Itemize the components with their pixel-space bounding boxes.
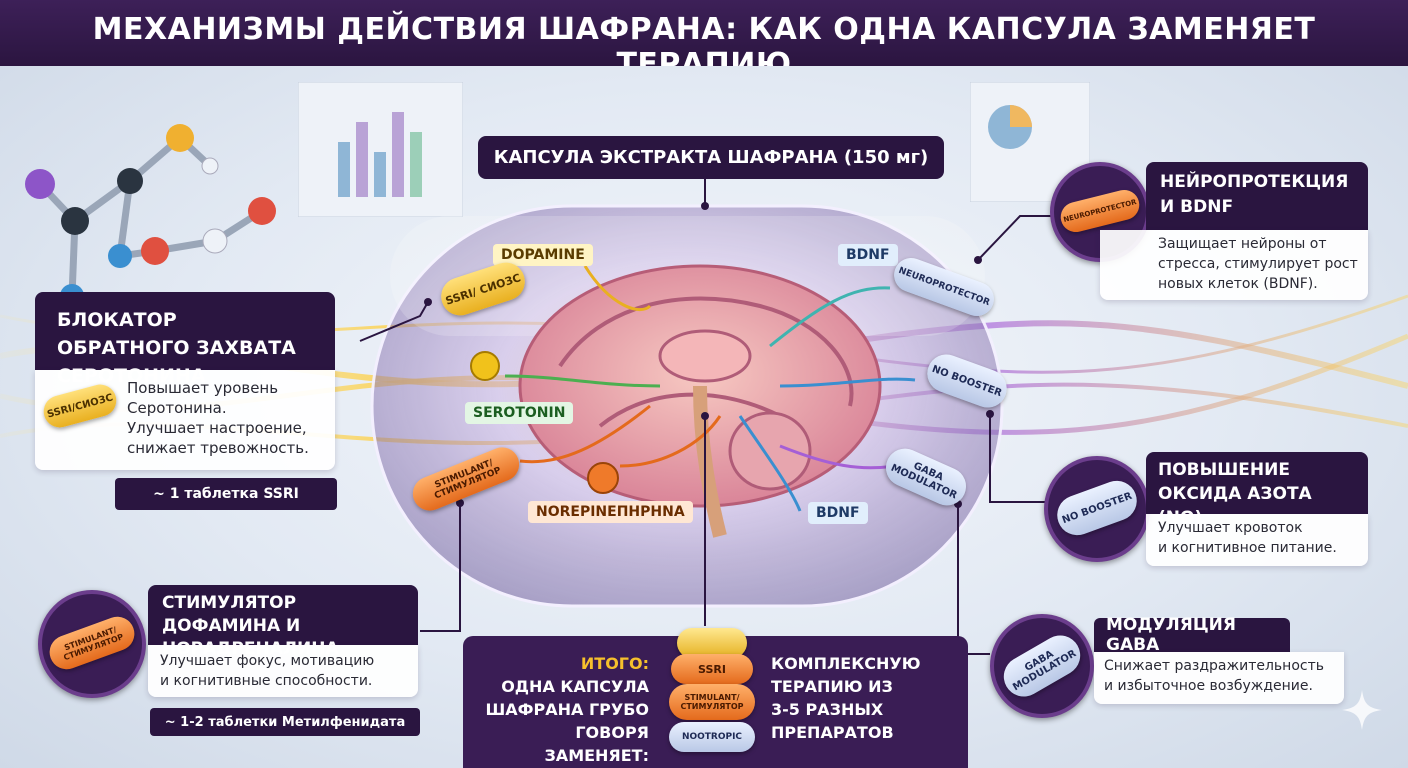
dopamine-label: DOPAMINE — [493, 244, 593, 266]
bdnf-bottom-label: BDNF — [808, 502, 868, 524]
neuro-desc-line-1: Защищает нейроны от — [1158, 236, 1327, 252]
summary-label: ИТОГО: — [580, 654, 649, 673]
summary-left-line-3: ГОВОРЯ ЗАМЕНЯЕТ: — [544, 723, 649, 765]
molecule-icon — [25, 124, 276, 308]
neuro-card-title: НЕЙРОПРОТЕКЦИЯ И BDNF — [1160, 172, 1349, 217]
stack-stimulant-pill: STIMULANT/ СТИМУЛЯТОР — [669, 684, 755, 720]
no-card-body: Улучшает кровоток и когнитивное питание. — [1146, 514, 1368, 566]
neuro-card-description: Защищает нейроны от стресса, стимулирует… — [1158, 234, 1366, 294]
neuro-card-pill: NEUROPROTECTOR — [1057, 186, 1143, 236]
ssri-card-description: Повышает уровень Серотонина. Улучшает на… — [127, 378, 327, 458]
ssri-equivalent: ~ 1 таблетка SSRI — [115, 478, 337, 510]
gaba-card-description: Снижает раздражительность и избыточное в… — [1104, 656, 1340, 696]
stack-ssri-pill: SSRI — [671, 654, 753, 684]
gaba-card-pill: GABA MODULATOR — [996, 628, 1088, 704]
no-card-pill: NO BOOSTER — [1051, 475, 1143, 541]
bdnf-top-label: BDNF — [838, 244, 898, 266]
no-desc-line-2: и когнитивное питание. — [1158, 540, 1337, 556]
summary-box: ИТОГО: ОДНА КАПСУЛА ШАФРАНА ГРУБО ГОВОРЯ… — [463, 628, 968, 768]
summary-left-line-1: ОДНА КАПСУЛА — [501, 677, 649, 696]
stimulant-badge: STIMULANT/ СТИМУЛЯТОР — [38, 590, 146, 698]
gaba-desc-line-1: Снижает раздражительность — [1104, 658, 1324, 674]
summary-right-line-4: ПРЕПАРАТОВ — [771, 723, 894, 742]
stimulant-card-description: Улучшает фокус, мотивацию и когнитивные … — [160, 651, 414, 691]
header-bar: МЕХАНИЗМЫ ДЕЙСТВИЯ ШАФРАНА: КАК ОДНА КАП… — [0, 0, 1408, 82]
no-card-title-box: ПОВЫШЕНИЕ ОКСИДА АЗОТА (NO) — [1146, 452, 1368, 528]
ssri-desc-line-4: снижает тревожность. — [127, 439, 309, 457]
neuro-card-title-box: НЕЙРОПРОТЕКЦИЯ И BDNF — [1146, 162, 1368, 230]
stack-top-pill — [677, 628, 747, 658]
no-desc-line-1: Улучшает кровоток — [1158, 520, 1303, 536]
stimulant-equivalent: ~ 1-2 таблетки Метилфенидата — [150, 708, 420, 736]
brain-icon — [518, 264, 882, 538]
stimulant-desc-line-2: и когнитивные способности. — [160, 673, 373, 689]
summary-right-line-2: ТЕРАПИЮ ИЗ — [771, 677, 893, 696]
ssri-desc-line-3: Улучшает настроение, — [127, 419, 307, 437]
summary-right: КОМПЛЕКСНУЮ ТЕРАПИЮ ИЗ 3-5 РАЗНЫХ ПРЕПАР… — [771, 652, 951, 744]
summary-right-line-1: КОМПЛЕКСНУЮ — [771, 654, 921, 673]
lab-chart-board-icon — [298, 82, 463, 217]
summary-left-line-2: ШАФРАНА ГРУБО — [485, 700, 649, 719]
neuro-desc-line-2: стресса, стимулирует рост — [1158, 256, 1358, 272]
stack-nootropic-pill: NOOTROPIC — [669, 722, 755, 752]
serotonin-label: SEROTONIN — [465, 402, 574, 424]
gaba-card-body: Снижает раздражительность и избыточное в… — [1094, 652, 1344, 704]
stimulant-card-title-box: СТИМУЛЯТОР ДОФАМИНА И НОРАДРЕНАЛИНА — [148, 585, 418, 659]
norepinephrine-label: NOREPINEПHPHNA — [528, 501, 693, 523]
page-title: МЕХАНИЗМЫ ДЕЙСТВИЯ ШАФРАНА: КАК ОДНА КАП… — [92, 12, 1316, 82]
gaba-desc-line-2: и избыточное возбуждение. — [1104, 678, 1313, 694]
neuro-card-body: Защищает нейроны от стресса, стимулирует… — [1100, 230, 1368, 300]
capsule-label: КАПСУЛА ЭКСТРАКТА ШАФРАНА (150 мг) — [478, 136, 944, 179]
neuro-desc-line-3: новых клеток (BDNF). — [1158, 276, 1318, 292]
summary-left: ИТОГО: ОДНА КАПСУЛА ШАФРАНА ГРУБО ГОВОРЯ… — [483, 652, 649, 767]
sparkle-icon — [1342, 690, 1382, 730]
ssri-card-title-box: БЛОКАТОР ОБРАТНОГО ЗАХВАТА СЕРОТОНИНА — [35, 292, 335, 387]
gaba-badge: GABA MODULATOR — [990, 614, 1094, 718]
gaba-card-title: МОДУЛЯЦИЯ GABA — [1094, 615, 1290, 655]
stimulant-card-pill: STIMULANT/ СТИМУЛЯТОР — [44, 611, 140, 675]
ssri-card-pill: SSRI/СИОЗС — [40, 380, 120, 432]
ssri-card-body: SSRI/СИОЗС Повышает уровень Серотонина. … — [35, 370, 335, 470]
summary-right-line-3: 3-5 РАЗНЫХ — [771, 700, 884, 719]
ssri-desc-line-1: Повышает уровень — [127, 379, 279, 397]
stimulant-desc-line-1: Улучшает фокус, мотивацию — [160, 653, 375, 669]
stimulant-card-body: Улучшает фокус, мотивацию и когнитивные … — [148, 645, 418, 697]
no-card-description: Улучшает кровоток и когнитивное питание. — [1158, 518, 1364, 558]
no-badge: NO BOOSTER — [1044, 456, 1150, 562]
ssri-desc-line-2: Серотонина. — [127, 399, 227, 417]
